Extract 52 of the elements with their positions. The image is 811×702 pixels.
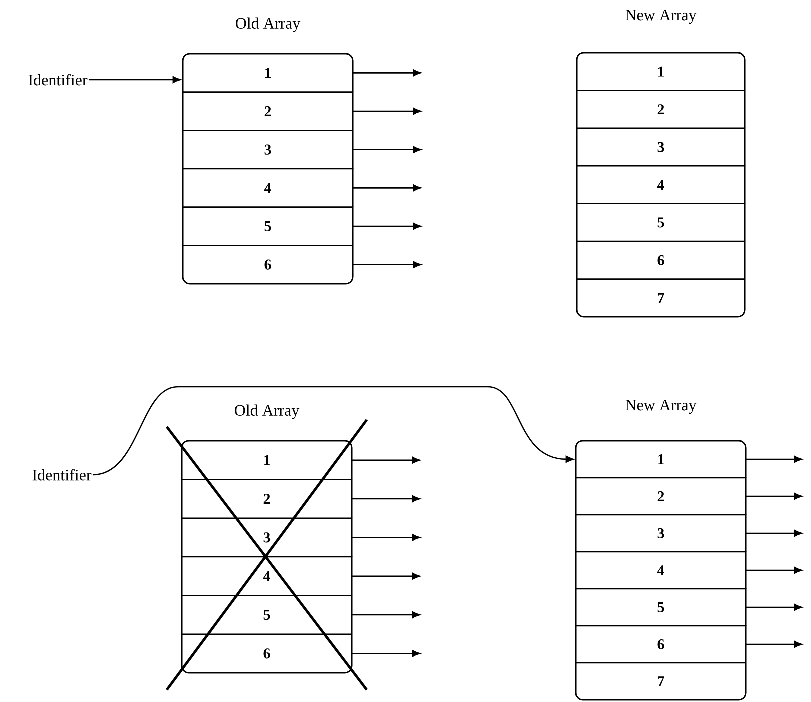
array-cell: 2 xyxy=(575,477,747,515)
array-cell: 5 xyxy=(575,588,747,626)
array-cell: 7 xyxy=(575,662,747,701)
arrow xyxy=(353,223,422,230)
array-cell: 5 xyxy=(182,206,354,246)
arrow xyxy=(746,604,802,611)
array-cell: 2 xyxy=(182,92,354,131)
array-cell: 7 xyxy=(576,278,746,318)
arrow xyxy=(746,567,802,574)
array-cell: 6 xyxy=(576,240,746,280)
array-cell: 5 xyxy=(576,203,746,242)
arrow xyxy=(746,456,802,463)
array-cell: 6 xyxy=(182,245,354,285)
array-title: Old Array xyxy=(235,404,300,420)
array-cell: 5 xyxy=(181,595,353,634)
array-cell: 2 xyxy=(576,90,746,128)
arrow xyxy=(746,641,802,648)
array-cell: 1 xyxy=(575,440,747,478)
array-cell: 1 xyxy=(576,52,746,91)
arrow xyxy=(353,108,422,115)
array-cell: 1 xyxy=(182,53,354,92)
array-cell: 3 xyxy=(181,518,353,557)
arrow xyxy=(92,386,574,476)
array-cell: 4 xyxy=(182,168,354,208)
arrow xyxy=(352,534,420,542)
array-cell: 2 xyxy=(181,479,353,518)
array-title: New Array xyxy=(626,10,697,24)
array-cell: 4 xyxy=(575,551,747,589)
arrow xyxy=(352,612,420,618)
arrow xyxy=(352,650,420,658)
array-title: Old Array xyxy=(236,18,301,32)
array-cell: 3 xyxy=(182,130,354,169)
array-cell: 3 xyxy=(575,514,747,552)
identifier-label: Identifier xyxy=(28,74,88,86)
identifier-label: Identifier xyxy=(32,469,92,481)
arrow xyxy=(352,496,420,502)
arrow xyxy=(353,146,422,154)
array-cell: 4 xyxy=(181,556,353,596)
arrow xyxy=(353,70,422,77)
array-title: New Array xyxy=(626,400,697,414)
array-cell: 4 xyxy=(576,166,746,204)
array-cell: 1 xyxy=(181,440,353,480)
arrow xyxy=(746,493,802,500)
array-cell: 6 xyxy=(181,634,353,674)
arrow xyxy=(353,261,422,268)
array-cell: 6 xyxy=(575,625,747,663)
arrow xyxy=(352,572,420,580)
arrow xyxy=(352,456,420,464)
array-cell: 3 xyxy=(576,128,746,166)
arrow xyxy=(88,76,181,84)
arrow xyxy=(353,184,422,192)
arrow xyxy=(746,530,802,537)
